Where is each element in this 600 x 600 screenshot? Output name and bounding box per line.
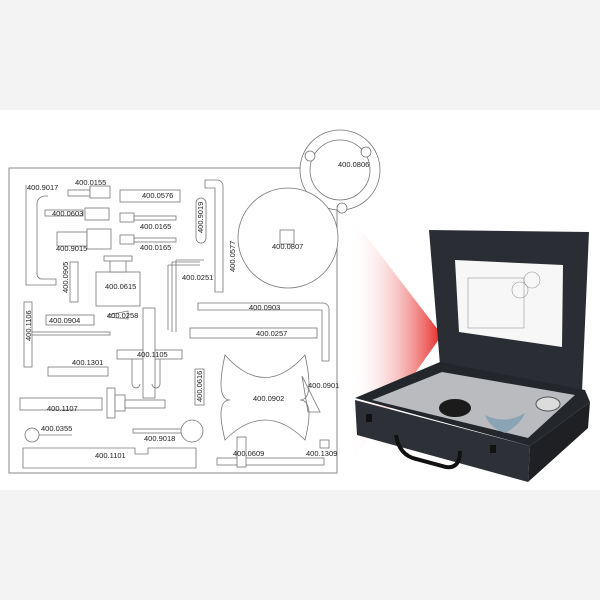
case-handle (394, 434, 462, 470)
tray-layout-diagram (8, 129, 381, 474)
label-400-0904: 400.0904 (49, 316, 80, 325)
tool-case-photo (355, 230, 590, 482)
label-400-0616: 400.0616 (195, 371, 204, 402)
label-400-9019: 400.9019 (196, 202, 205, 233)
label-400-0902: 400.0902 (253, 394, 284, 403)
part-labels: 400.9017 400.0155 400.0576 400.0603 400.… (24, 160, 369, 460)
label-400-0905: 400.0905 (61, 262, 70, 293)
label-400-0355: 400.0355 (41, 424, 72, 433)
label-400-9018: 400.9018 (144, 434, 175, 443)
label-400-9015: 400.9015 (56, 244, 87, 253)
label-400-0165: 400.0165 (140, 222, 171, 231)
label-400-1101: 400.1101 (95, 451, 126, 460)
ring-0806-shape (299, 129, 381, 214)
label-400-0903: 400.0903 (249, 303, 280, 312)
label-400-0165-b: 400.0165 (140, 243, 171, 252)
label-400-0257: 400.0257 (256, 329, 287, 338)
label-400-9017: 400.9017 (27, 183, 58, 192)
label-400-1107: 400.1107 (47, 404, 78, 413)
case-front (355, 400, 530, 482)
label-400-0258: 400.0258 (107, 311, 138, 320)
label-400-0155: 400.0155 (75, 178, 106, 187)
case-side (528, 402, 590, 482)
label-400-0615: 400.0615 (105, 282, 136, 291)
label-400-1106: 400.1106 (24, 310, 33, 341)
label-400-1309: 400.1309 (306, 449, 337, 458)
label-400-0251: 400.0251 (182, 273, 213, 282)
label-400-0577: 400.0577 (228, 241, 237, 272)
label-400-0576: 400.0576 (142, 191, 173, 200)
label-400-0603: 400.0603 (52, 209, 83, 218)
label-400-0609: 400.0609 (233, 449, 264, 458)
label-400-1105: 400.1105 (137, 350, 168, 359)
lid-diagram-sheet (455, 260, 563, 347)
label-400-0901: 400.0901 (308, 381, 339, 390)
label-400-0806: 400.0806 (338, 160, 369, 169)
foam-tray (372, 372, 575, 438)
label-400-1301: 400.1301 (72, 358, 103, 367)
label-400-0807: 400.0807 (272, 242, 303, 251)
